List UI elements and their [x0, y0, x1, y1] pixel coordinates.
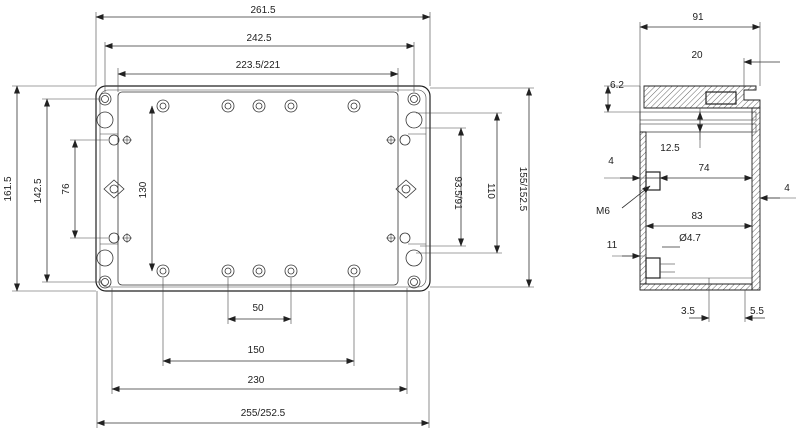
dim-overall-width: 261.5 [250, 5, 275, 16]
side-boss-right [395, 179, 417, 199]
side-dimension-lines [605, 24, 780, 321]
label-thread-m6: M6 [596, 206, 610, 217]
dim-inner-83: 83 [691, 211, 703, 222]
boss-row-top [156, 99, 361, 113]
dim-lid-offset: 20 [691, 50, 703, 61]
dim-wall-4-left: 4 [608, 156, 614, 167]
dim-rib-3-5: 3.5 [681, 306, 695, 317]
slot [405, 249, 423, 267]
mounting-hole [108, 232, 132, 244]
side-boss-left [103, 179, 125, 199]
dim-boss-pitch-vertical: 130 [138, 181, 149, 198]
corner-hole [407, 92, 421, 106]
mounting-hole [386, 232, 411, 244]
mounting-hole [108, 134, 132, 146]
enclosure-inner-outline [99, 89, 427, 288]
dim-outer-height: 155/152.5 [517, 167, 528, 212]
dim-left-holes-pitch: 76 [61, 183, 72, 195]
dim-boss-pitch-150: 150 [248, 345, 265, 356]
dim-overall-height: 161.5 [3, 176, 14, 201]
dim-hole-dia: Ø4.7 [679, 233, 701, 244]
gasket-band [639, 111, 757, 121]
dim-wall-4-right: 4 [784, 183, 790, 194]
slot [96, 111, 114, 129]
slot [405, 111, 423, 129]
corner-hole [407, 275, 421, 289]
dim-base-width: 255/252.5 [241, 408, 286, 419]
dim-rim-width: 242.5 [246, 33, 271, 44]
thread-boss [645, 171, 661, 191]
corner-hole [98, 92, 112, 106]
dim-edge-5-5: 5.5 [750, 306, 764, 317]
left-wall [639, 131, 647, 285]
slot [96, 249, 114, 267]
mounting-hole [386, 134, 411, 146]
extension-lines [12, 12, 534, 428]
right-wall [751, 107, 761, 291]
lid-insert [705, 91, 737, 105]
front-view: 261.5 242.5 223.5/221 161.5 142.5 76 130… [3, 5, 534, 428]
side-section-view: 91 20 6.2 12.5 4 74 4 M6 83 11 Ø4.7 3.5 … [596, 12, 796, 322]
dim-inner-width: 223.5/221 [236, 60, 281, 71]
dim-rim-height: 142.5 [33, 178, 44, 203]
enclosure-outline [95, 85, 431, 292]
gasket-band [639, 123, 757, 133]
dim-depth: 91 [692, 12, 704, 23]
dimension-lines [14, 14, 532, 426]
dim-inner-74: 74 [698, 163, 710, 174]
thread-boss-bottom [645, 257, 661, 279]
dim-mount-pitch: 110 [485, 183, 496, 199]
dim-boss-pitch-50: 50 [252, 303, 264, 314]
dim-inner-height: 93.5/91 [452, 176, 463, 210]
inner-cavity [117, 91, 399, 286]
base-section [639, 283, 753, 291]
dim-base-11: 11 [607, 240, 618, 251]
dim-lid-thickness: 6.2 [610, 80, 624, 91]
dim-lid-gap: 12.5 [660, 143, 680, 154]
dim-hole-pitch-230: 230 [248, 375, 265, 386]
lid-section [643, 85, 761, 109]
boss-row-bottom [156, 264, 361, 278]
